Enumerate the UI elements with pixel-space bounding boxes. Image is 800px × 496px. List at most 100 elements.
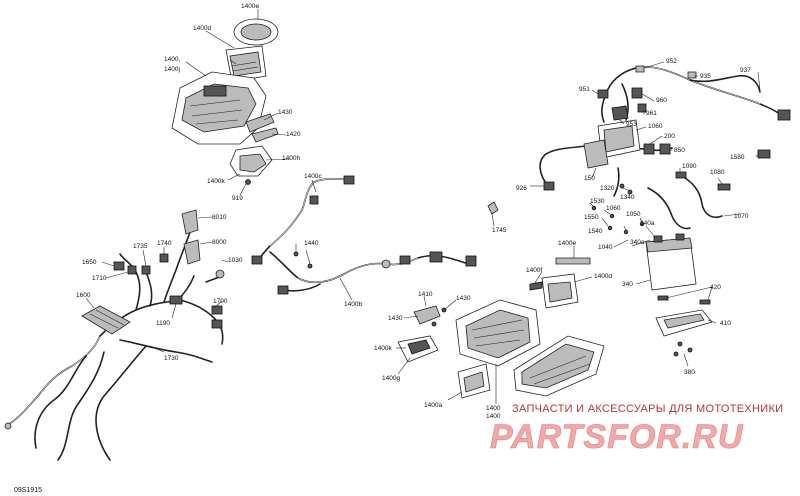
part-airbox-port [203,85,227,97]
part-340a-terminal-neg [653,235,663,243]
wire-1320 [613,167,620,197]
watermark: ЗАПЧАСТИ И АКСЕССУАРЫ ДЛЯ МОТОТЕХНИКИ PA… [490,403,783,456]
part-1190-connector [169,295,183,305]
wire-1070 [681,175,723,219]
callout-410: 410 [720,320,731,327]
part-919-screw [245,179,251,185]
callout-1340: 1340 [620,194,635,201]
callout-1580: 1580 [730,154,745,161]
callout-420: 420 [710,284,721,291]
harness-center-leaders [295,179,495,301]
callout-1650: 1650 [82,259,97,266]
callout-1400e-mid: 1400e [558,240,576,247]
intake-leaders [185,9,291,196]
part-grommet [381,259,391,269]
part-935-clip [687,71,697,79]
callout-937: 937 [740,67,751,74]
callout-1060-mid: 1060 [606,205,621,212]
battery-leaders [589,168,741,367]
wire-1735 [145,271,153,307]
wire-1040 [647,187,691,230]
callout-961: 961 [646,110,657,117]
part-1400b-right-connector [429,251,443,263]
part-1400e-inner [240,23,272,41]
part-961-connector [637,103,647,113]
wire-926 [539,145,587,187]
intake-assembly [171,18,279,185]
part-952-clip [635,65,645,73]
callout-919: 919 [232,195,243,202]
callout-1400: 1400, [164,56,180,63]
part-1400b-end-connector [465,255,477,267]
callout-1400g: 1400g [382,375,400,382]
callout-1430-top: 1430 [278,109,293,116]
part-150-relay [583,139,609,169]
ecu-tray-leaders [396,246,593,404]
part-380-screw-a [677,341,683,347]
part-1400b-mid-connector [399,255,411,265]
wire-937 [689,74,761,93]
part-1080-terminal [717,183,731,191]
part-200-relay [643,143,655,155]
callout-1050: 1050 [626,211,641,218]
callout-1070: 1070 [734,213,749,220]
callout-850: 850 [674,147,685,154]
callout-1730: 1730 [164,355,179,362]
callout-960: 960 [656,97,667,104]
part-1650-connector [113,261,125,271]
wire-left-branch-1 [34,355,87,449]
part-1410-clip [413,305,441,325]
callout-1400d-top: 1400d [193,25,211,32]
part-1320-screw [619,183,625,189]
callout-1745: 1745 [492,227,507,234]
callout-8010: 8010 [212,214,227,221]
callout-150: 150 [584,175,595,182]
callout-1420: 1420 [286,131,301,138]
callout-1400-bottom: 1400 [486,405,501,412]
watermark-tagline: ЗАПЧАСТИ И АКСЕССУАРЫ ДЛЯ МОТОТЕХНИКИ [512,403,783,415]
callout-1400j: 1400j [164,66,180,73]
part-1050-bolt [639,221,645,227]
callout-1410: 1410 [418,291,433,298]
diagram-code: 09S1915 [14,487,42,494]
callout-1060-top: 1060 [648,123,663,130]
part-1700-connector [211,305,223,315]
callout-1710: 1710 [92,275,107,282]
battery-assembly [591,171,731,357]
part-1600-fuse-block [81,305,131,335]
part-1740-connector [159,253,169,263]
harness-left-leaders [85,216,229,353]
wire-1730 [119,339,213,363]
part-1735-connector [141,265,151,275]
part-420-strap-b [699,299,711,305]
callout-1550: 1550 [584,214,599,221]
callout-340a-top: 340a [640,220,655,227]
part-1090-terminal [675,171,687,179]
part-420-strap-a [657,295,669,301]
callout-1430-mid: 1430 [456,295,471,302]
callout-926: 926 [516,185,527,192]
callout-1190: 1190 [156,320,170,327]
part-1030-fitting [215,269,225,279]
callout-1090: 1090 [682,163,697,170]
part-1745-clip [487,201,499,215]
part-1440-clip-b [307,263,313,269]
callout-8000: 8000 [212,239,227,246]
callout-1400f: 1400f [526,267,542,274]
callout-1430-left: 1430 [388,315,403,322]
callout-1030: 1030 [228,257,243,264]
wire-left-branch-2 [57,351,105,461]
part-harness-end [4,422,12,430]
part-8000-sensor [183,239,201,265]
watermark-brand: PARTSFOR.RU [490,418,744,456]
callout-200: 200 [664,133,675,140]
part-1440-clip-a [293,251,299,257]
harness-top-right [539,65,791,197]
part-1550-bolt [607,225,613,231]
part-1400e-strip [555,257,591,265]
callout-1320: 1320 [600,185,615,192]
part-1060-bolt [609,213,615,219]
callout-labels: 1400e 1400d 1400, 1400j 1430 1420 1400h … [76,3,751,420]
callout-951: 951 [579,86,590,93]
part-1530-bolt [591,205,597,211]
